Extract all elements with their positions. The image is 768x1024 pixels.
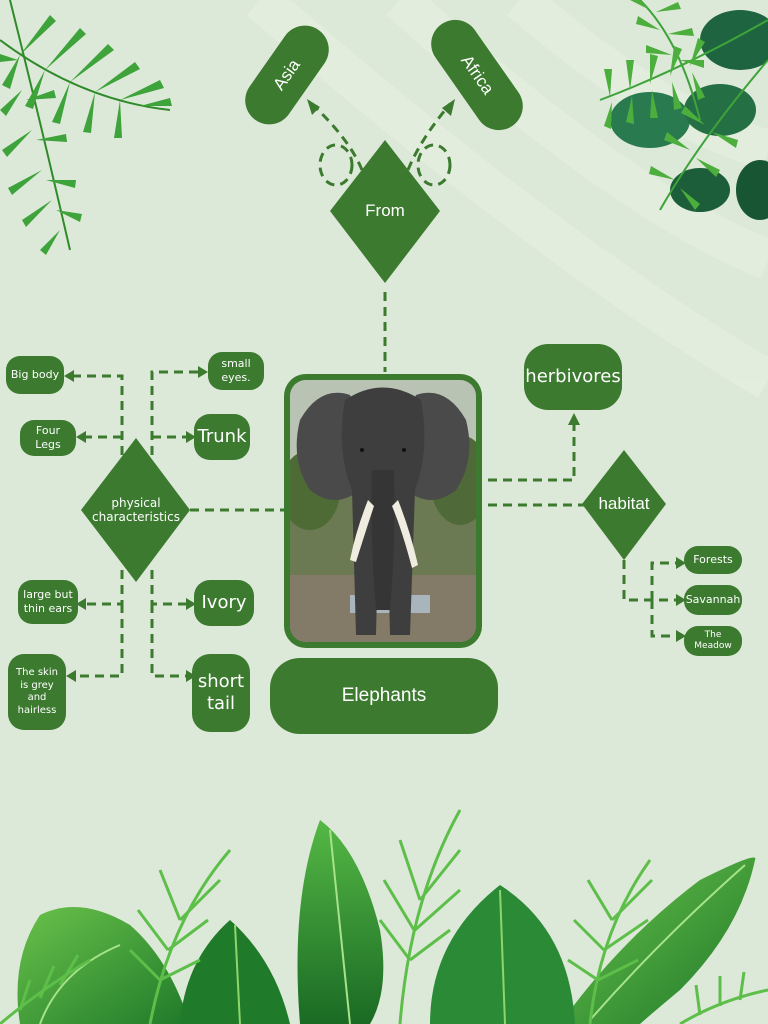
origin-asia-node <box>245 25 329 125</box>
title-elephants: Elephants <box>270 658 498 734</box>
habitat-savannah: Savannah <box>684 585 742 615</box>
elephant-photo <box>290 380 476 642</box>
physical-ivory: Ivory <box>194 580 254 626</box>
habitat-meadow: The Meadow <box>684 626 742 656</box>
herbivores-node: herbivores <box>524 344 622 410</box>
physical-skin: The skin is grey and hairless <box>8 654 66 730</box>
from-label: From <box>365 201 405 220</box>
habitat-label: habitat <box>598 494 650 513</box>
habitat-diamond <box>582 450 666 560</box>
habitat-forests: Forests <box>684 546 742 574</box>
physical-tail: short tail <box>192 654 250 732</box>
physical-characteristics-label: physical characteristics <box>92 496 180 524</box>
origin-africa-node <box>431 19 523 131</box>
palm-leaf-top-left <box>0 0 172 255</box>
elephant-photo-frame <box>284 374 482 648</box>
connectors <box>70 102 680 678</box>
tropical-leaves-top-right <box>599 0 768 220</box>
physical-trunk: Trunk <box>194 414 250 460</box>
tropical-foliage-bottom <box>0 809 768 1024</box>
physical-big-body: Big body <box>6 356 64 394</box>
physical-small-eyes: small eyes. <box>208 352 264 390</box>
physical-characteristics-diamond <box>81 438 190 582</box>
physical-ears: large but thin ears <box>18 580 78 624</box>
from-diamond <box>330 140 440 283</box>
arrowheads <box>64 99 686 682</box>
physical-four-legs: Four Legs <box>20 420 76 456</box>
